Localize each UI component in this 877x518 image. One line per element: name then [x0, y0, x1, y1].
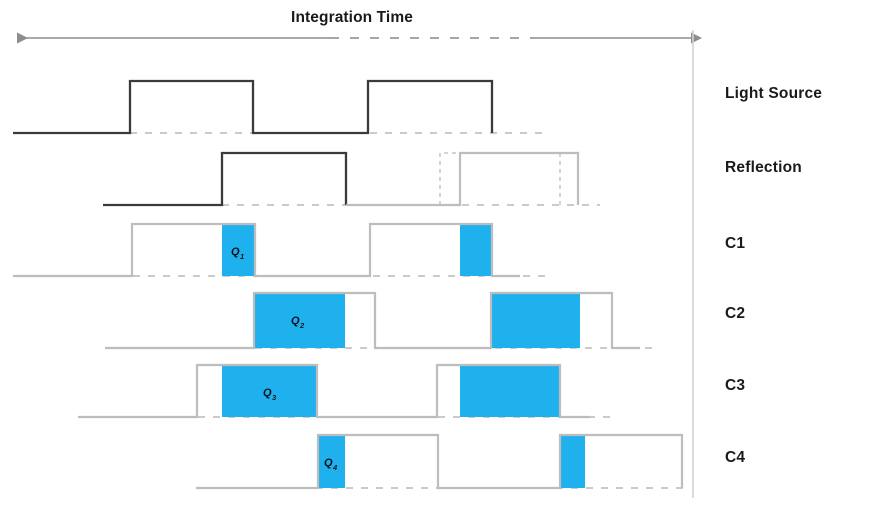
charge-fill-q2-b	[491, 293, 580, 348]
row-label-reflection: Reflection	[725, 159, 802, 176]
charge-label-q1-text: Q	[231, 246, 240, 258]
charge-label-q2: Q 2	[291, 315, 305, 330]
waveform-c4	[196, 433, 684, 490]
charge-fill-q1-b	[460, 224, 492, 276]
page-title: Integration Time	[291, 9, 413, 26]
charge-fill-q3-a	[222, 365, 317, 417]
waveform-c1	[13, 222, 520, 278]
row-label-c3: C3	[725, 377, 745, 394]
charge-fill-q3-b	[460, 365, 560, 417]
charge-label-q1: Q 1	[231, 246, 244, 261]
waveform-c3	[78, 363, 590, 419]
charge-label-q4-text: Q	[324, 457, 333, 469]
waveform-light-source	[13, 79, 494, 135]
charge-fill-q1-a	[222, 224, 255, 276]
row-label-light-source: Light Source	[725, 85, 822, 102]
charge-fill-q2-a	[254, 293, 345, 348]
waveform-reflection-pulse-2	[346, 151, 580, 207]
waveform-c2	[105, 291, 640, 350]
row-label-c2: C2	[725, 305, 745, 322]
row-light-source: Light Source	[13, 79, 822, 135]
row-c3: C3 Q 3	[78, 363, 745, 419]
charge-label-q2-sub: 2	[299, 321, 305, 330]
charge-fill-q4-a	[318, 435, 345, 488]
charge-label-q4: Q 4	[324, 457, 338, 472]
row-label-c1: C1	[725, 235, 745, 252]
row-c1: C1 Q 1	[13, 222, 745, 278]
charge-label-q1-sub: 1	[240, 252, 244, 261]
row-c2: C2 Q 2	[105, 291, 745, 350]
charge-fill-q4-b	[560, 435, 585, 488]
charge-label-q3-sub: 3	[272, 393, 277, 402]
charge-label-q4-sub: 4	[332, 463, 338, 472]
row-c4: C4 Q 4	[196, 433, 745, 490]
ghost-outline-left	[439, 152, 470, 205]
waveform-reflection-pulse-1	[103, 151, 348, 207]
row-label-c4: C4	[725, 449, 745, 466]
row-reflection: Reflection	[103, 151, 802, 207]
charge-label-q3-text: Q	[263, 387, 272, 399]
charge-label-q3: Q 3	[263, 387, 277, 402]
charge-label-q2-text: Q	[291, 315, 300, 327]
